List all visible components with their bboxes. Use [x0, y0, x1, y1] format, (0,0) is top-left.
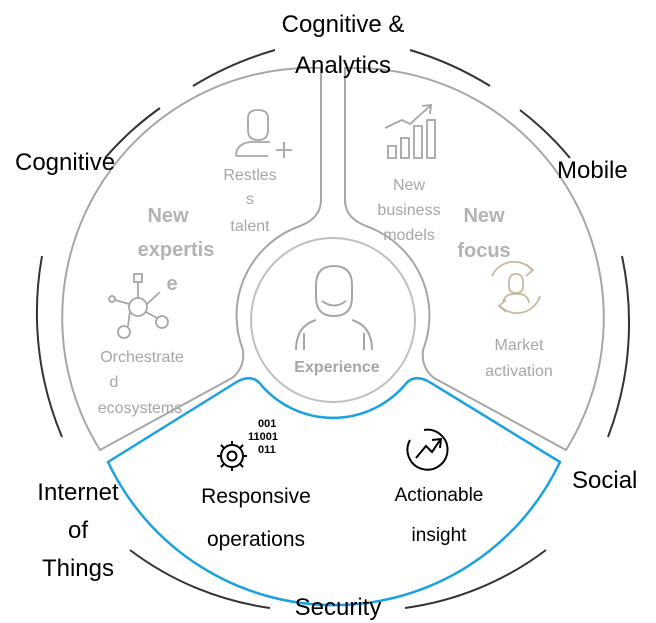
restless-talent-2: s — [246, 191, 254, 208]
new-business-models-3: models — [383, 227, 435, 244]
arc-lower-right — [404, 549, 547, 609]
expertise-title-1: New — [147, 205, 189, 227]
binary-line-1: 001 — [258, 418, 276, 430]
center-label: Experience — [294, 359, 379, 376]
arc-top-left — [192, 49, 276, 87]
label-cognitive-analytics-2: Analytics — [295, 52, 391, 79]
label-cognitive: Cognitive — [15, 149, 115, 176]
label-security: Security — [295, 594, 382, 621]
segment-expertise[interactable] — [61, 66, 322, 452]
restless-talent-3: talent — [230, 218, 270, 235]
label-social: Social — [572, 467, 637, 494]
segment-operations[interactable] — [106, 377, 562, 607]
label-iot-1: Internet — [37, 479, 119, 506]
growth-chart-icon — [384, 103, 436, 159]
responsive-operations-1: Responsive — [201, 485, 311, 508]
label-iot-2: of — [68, 517, 88, 544]
segment-focus[interactable] — [344, 66, 605, 452]
label-iot-3: Things — [42, 555, 114, 582]
outer-ring — [35, 49, 631, 609]
center-ring — [250, 237, 416, 403]
focus-title-2: focus — [457, 240, 510, 262]
center-hub[interactable]: Experience — [250, 237, 416, 403]
arc-left — [35, 255, 63, 438]
focus-title-1: New — [463, 205, 505, 227]
arc-upper-left — [104, 107, 161, 159]
label-mobile: Mobile — [557, 157, 628, 184]
person-plus-icon — [235, 109, 292, 158]
gear-binary-icon: 001 11001 011 — [217, 418, 278, 471]
arc-lower-left — [129, 549, 271, 609]
arc-right — [607, 255, 631, 438]
actionable-insight-2: insight — [412, 525, 468, 546]
binary-line-3: 011 — [258, 444, 276, 456]
orchestrated-ecosystems-3: ecosystems — [98, 400, 182, 417]
orchestrated-ecosystems-1: Orchestrate — [100, 349, 184, 366]
new-business-models-2: business — [377, 202, 440, 219]
responsive-operations-2: operations — [207, 528, 305, 551]
expertise-title-3: e — [166, 273, 177, 295]
arc-upper-right — [519, 109, 571, 159]
label-cognitive-analytics-1: Cognitive & — [282, 11, 405, 38]
insight-arrow-icon — [406, 428, 449, 471]
arc-top-right — [409, 49, 491, 87]
person-refresh-icon — [491, 260, 541, 314]
restless-talent-1: Restles — [223, 167, 276, 184]
orchestrated-ecosystems-2: d — [110, 374, 119, 391]
new-business-models-1: New — [393, 177, 425, 194]
network-icon — [108, 273, 169, 339]
person-icon — [295, 264, 373, 351]
binary-line-2: 11001 — [248, 431, 278, 443]
market-activation-1: Market — [495, 337, 544, 354]
market-activation-2: activation — [485, 363, 553, 380]
expertise-title-2: expertis — [138, 239, 215, 261]
actionable-insight-1: Actionable — [395, 485, 484, 506]
